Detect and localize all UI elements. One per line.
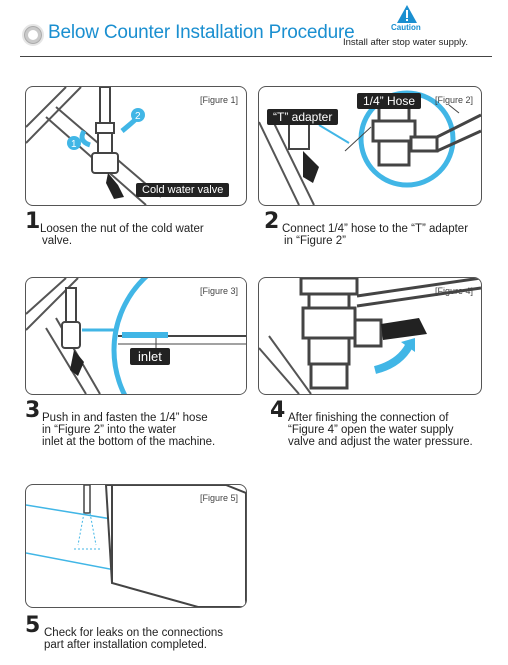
step-3-line-2: in “Figure 2” into the water — [42, 424, 177, 436]
page-title: Below Counter Installation Procedure — [48, 22, 355, 43]
figure-2-tag-t-adapter: “T” adapter — [267, 109, 339, 125]
figure-3-label: [Figure 3] — [199, 286, 238, 296]
figure-1-tag-cold-water-valve: Cold water valve — [136, 183, 230, 197]
step-1-text: Loosen the nut of the cold water valve. — [40, 223, 204, 247]
figure-2-illustration — [259, 90, 481, 205]
arrow-number-1: 1 — [71, 139, 77, 150]
step-5-line-1: Check for leaks on the connections — [44, 627, 223, 639]
figure-3: [Figure 3] inlet — [25, 277, 247, 395]
step-3-number: 3 — [25, 398, 41, 423]
step-2-text: Connect 1/4” hose to the “T” adapter in … — [282, 223, 468, 247]
figure-2-label: [Figure 2] — [434, 95, 473, 105]
step-1-line-2: valve. — [42, 235, 73, 247]
step-4-line-1: After finishing the connection of — [288, 412, 449, 424]
page-header: Below Counter Installation Procedure Cau… — [0, 0, 508, 60]
figure-1-illustration: 1 2 — [26, 87, 162, 205]
step-3-line-3: inlet at the bottom of the machine. — [42, 436, 216, 448]
step-2-number: 2 — [264, 209, 280, 234]
step-5-number: 5 — [25, 613, 41, 638]
figure-5-illustration — [26, 485, 246, 607]
step-5-text: Check for leaks on the connections part … — [44, 627, 223, 651]
figure-4-illustration — [259, 278, 481, 394]
figure-2-tag-hose: 1/4” Hose — [357, 93, 422, 109]
step-1-number: 1 — [25, 209, 41, 234]
figure-3-illustration — [26, 278, 246, 394]
step-2-line-2: in “Figure 2” — [284, 235, 346, 247]
figure-3-tag-inlet: inlet — [130, 348, 170, 365]
step-3-line-1: Push in and fasten the 1/4” hose — [42, 412, 208, 424]
step-4-number: 4 — [270, 398, 286, 423]
caution-warning-icon — [397, 5, 417, 23]
figure-5: [Figure 5] — [25, 484, 247, 608]
arrow-number-2: 2 — [135, 111, 141, 122]
header-divider — [20, 56, 492, 57]
figure-5-label: [Figure 5] — [199, 493, 238, 503]
figure-2: [Figure 2] “T” adapter 1/4” Hose — [258, 86, 482, 206]
bullet-circle-icon — [22, 24, 44, 46]
figure-1-label: [Figure 1] — [199, 95, 238, 105]
figure-4-label: [Figure 4] — [434, 286, 473, 296]
step-5-line-2: part after installation completed. — [44, 639, 208, 651]
step-4-line-2: “Figure 4” open the water supply — [288, 424, 454, 436]
step-2-line-1: Connect 1/4” hose to the “T” adapter — [282, 223, 469, 235]
step-3-text: Push in and fasten the 1/4” hose in “Fig… — [42, 412, 215, 448]
caution-label: Caution — [391, 23, 421, 32]
caution-text: Install after stop water supply. — [343, 37, 468, 48]
figure-4: [Figure 4] — [258, 277, 482, 395]
step-1-line-1: Loosen the nut of the cold water — [40, 223, 204, 235]
step-4-line-3: valve and adjust the water pressure. — [288, 436, 473, 448]
step-4-text: After finishing the connection of “Figur… — [288, 412, 473, 448]
figure-1: 1 2 [Figure 1] Cold water valve — [25, 86, 247, 206]
